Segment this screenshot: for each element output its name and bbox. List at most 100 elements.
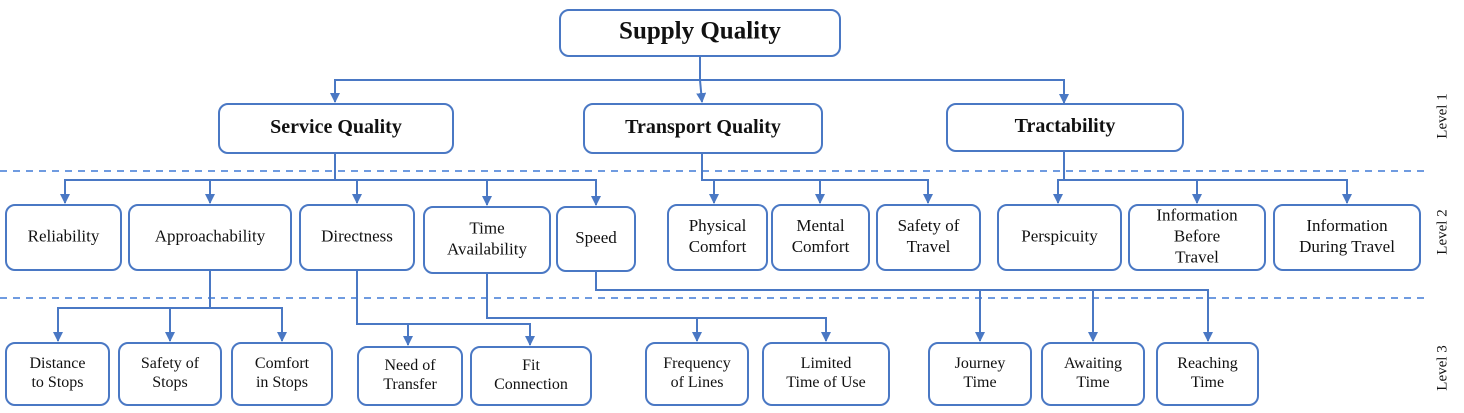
level2-node-label: Reliability [28,226,100,245]
level1-node-label: Tractability [1015,115,1116,137]
level3-node-label: Comfort [255,355,310,372]
level1-node-frame [218,103,454,154]
node-supply-quality: Supply Quality [559,9,841,57]
level2-node-label: Comfort [792,237,850,256]
level2-node: Approachability [128,204,292,271]
level3-node-label: Fit [522,357,540,374]
level2-node: Perspicuity [997,204,1122,271]
connector [701,153,719,204]
level3-node-label: Distance [30,355,86,372]
level3-node-label: Connection [494,376,568,393]
level2-node-label: Travel [907,237,951,256]
level2-node-label: Mental [796,216,844,235]
level2-node-label: Physical [689,216,747,235]
level3-node-frame [645,342,749,406]
level2-node-label: Speed [575,228,617,247]
level3-node-frame [762,342,890,406]
level3-node-label: Limited [801,355,852,372]
connector [1197,179,1352,204]
level3-node-label: Awaiting [1064,355,1122,372]
connector [335,179,362,204]
connector [356,270,413,346]
level2-node-label: Travel [1175,247,1219,266]
level2-node-frame [128,204,292,271]
level2-node-frame [1273,204,1421,271]
level3-node-frame [1041,342,1145,406]
level3-node-frame [118,342,222,406]
level3-node-frame [5,342,110,406]
level3-node-label: Journey [955,355,1006,372]
connector [357,179,492,206]
level2-node-frame [423,206,551,274]
level3-node-label: Reaching [1177,355,1237,372]
level3-node-label: Time [1076,374,1109,391]
connector [1058,179,1202,204]
level2-node-label: During Travel [1299,237,1395,256]
level1-node: Transport Quality [583,103,823,154]
level2-node-frame [771,204,870,271]
level3-node-frame [231,342,333,406]
level2-node-label: Safety of [898,216,960,235]
level1-node-label: Transport Quality [625,116,781,138]
level3-node-frame [357,346,463,406]
level2-node-label: Information [1306,216,1388,235]
level2-node-frame [299,204,415,271]
node-supply-quality-label: Supply Quality [619,18,781,45]
level1-node-frame [946,103,1184,152]
level2-node-label: Before [1174,226,1220,245]
connector [330,56,701,103]
level3-node-label: Need of [384,357,436,374]
level2-node-label: Information [1156,205,1238,224]
level2-node-frame [5,204,122,271]
level2-node-label: Perspicuity [1021,226,1098,245]
connector [1053,151,1065,204]
connector [714,179,825,204]
connector [696,79,707,103]
connector [53,270,211,342]
level-label: Level 2 [1434,209,1450,254]
level3-node-label: Time [963,374,996,391]
level2-node-label: Comfort [689,237,747,256]
level2-node-frame [1128,204,1266,271]
level3-node-frame [928,342,1032,406]
level-label: Level 3 [1434,345,1450,390]
level3-node: Comfort in Stops [231,342,333,406]
level3-node-frame [1156,342,1259,406]
level3-node-label: Time of Use [786,374,865,391]
connector [60,153,336,204]
connector [210,307,287,342]
level2-node-frame [667,204,768,271]
level2-node-label: Directness [321,226,393,245]
connector [700,79,1069,104]
connector [697,317,831,342]
level3-node-label: to Stops [31,374,83,391]
level2-node: Directness [299,204,415,271]
level3-node-label: Time [1191,374,1224,391]
connectors [53,56,1352,346]
level1-node: Tractability [946,103,1184,152]
level3-node-frame [470,346,592,406]
connector [487,179,601,206]
level1-node: Service Quality [218,103,454,154]
connector [408,323,535,346]
level3-node-label: Stops [152,374,188,391]
level1-node-label: Service Quality [270,116,402,138]
level2-node-label: Availability [447,239,527,258]
connector [595,271,1213,342]
level3-node-label: in Stops [256,374,308,391]
level2-node-label: Approachability [155,226,266,245]
level2-node-label: Time [469,218,504,237]
